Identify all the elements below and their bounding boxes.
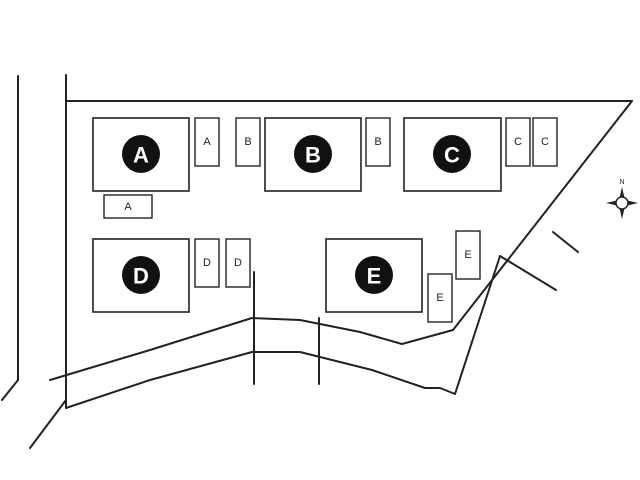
lot-b[interactable]: B B B bbox=[235, 117, 391, 192]
parking-space-c-1[interactable] bbox=[505, 117, 531, 167]
lot-a[interactable]: A A A bbox=[92, 117, 220, 219]
badge-d bbox=[122, 256, 160, 294]
parking-space-c-2-label: C bbox=[541, 136, 549, 148]
parking-space-b-1-label: B bbox=[244, 136, 251, 148]
lot-b-label: B bbox=[305, 143, 321, 168]
badge-b bbox=[294, 135, 332, 173]
site-south-edge bbox=[49, 317, 454, 381]
roads bbox=[1, 74, 633, 449]
lot-d[interactable]: D D D bbox=[92, 238, 251, 313]
parking-space-e-2[interactable] bbox=[427, 273, 453, 323]
parking-space-e-2-label: E bbox=[436, 292, 443, 304]
site-east-edge bbox=[452, 100, 633, 331]
badge-e bbox=[355, 256, 393, 294]
compass-center bbox=[615, 196, 629, 210]
parking-space-b-2-label: B bbox=[374, 136, 381, 148]
lot-c-label: C bbox=[444, 143, 460, 168]
north-label: N bbox=[619, 179, 624, 186]
parking-space-c-1-label: C bbox=[514, 136, 522, 148]
parking-space-e-1[interactable] bbox=[455, 230, 481, 280]
compass-rose-icon: N bbox=[606, 179, 638, 219]
parking-space-d-1[interactable] bbox=[194, 238, 220, 288]
parking-space-e-1-label: E bbox=[464, 249, 471, 261]
parking-space-d-1-label: D bbox=[203, 257, 211, 269]
parking-space-b-2[interactable] bbox=[365, 117, 391, 167]
parking-space-a-2-label: A bbox=[124, 201, 132, 213]
lot-e-label: E bbox=[367, 264, 382, 289]
parking-space-d-2[interactable] bbox=[225, 238, 251, 288]
parking-space-a-1-label: A bbox=[203, 136, 211, 148]
parking-space-d-2-label: D bbox=[234, 257, 242, 269]
parking-space-a-2[interactable] bbox=[103, 194, 153, 219]
left-road-spur bbox=[1, 379, 19, 401]
lot-a-label: A bbox=[133, 143, 149, 168]
parking-space-b-1[interactable] bbox=[235, 117, 261, 167]
parking-space-c-2[interactable] bbox=[532, 117, 558, 167]
lot-d-label: D bbox=[133, 264, 149, 289]
badge-a bbox=[122, 135, 160, 173]
road-west-spur bbox=[29, 399, 67, 449]
east-road-tick bbox=[552, 231, 579, 253]
building-d[interactable] bbox=[92, 238, 190, 313]
badge-c bbox=[433, 135, 471, 173]
lot-c[interactable]: C C C bbox=[403, 117, 558, 192]
road-south-edge bbox=[65, 255, 557, 409]
parking-space-a-1[interactable] bbox=[194, 117, 220, 167]
lot-e[interactable]: E E E bbox=[325, 230, 481, 323]
